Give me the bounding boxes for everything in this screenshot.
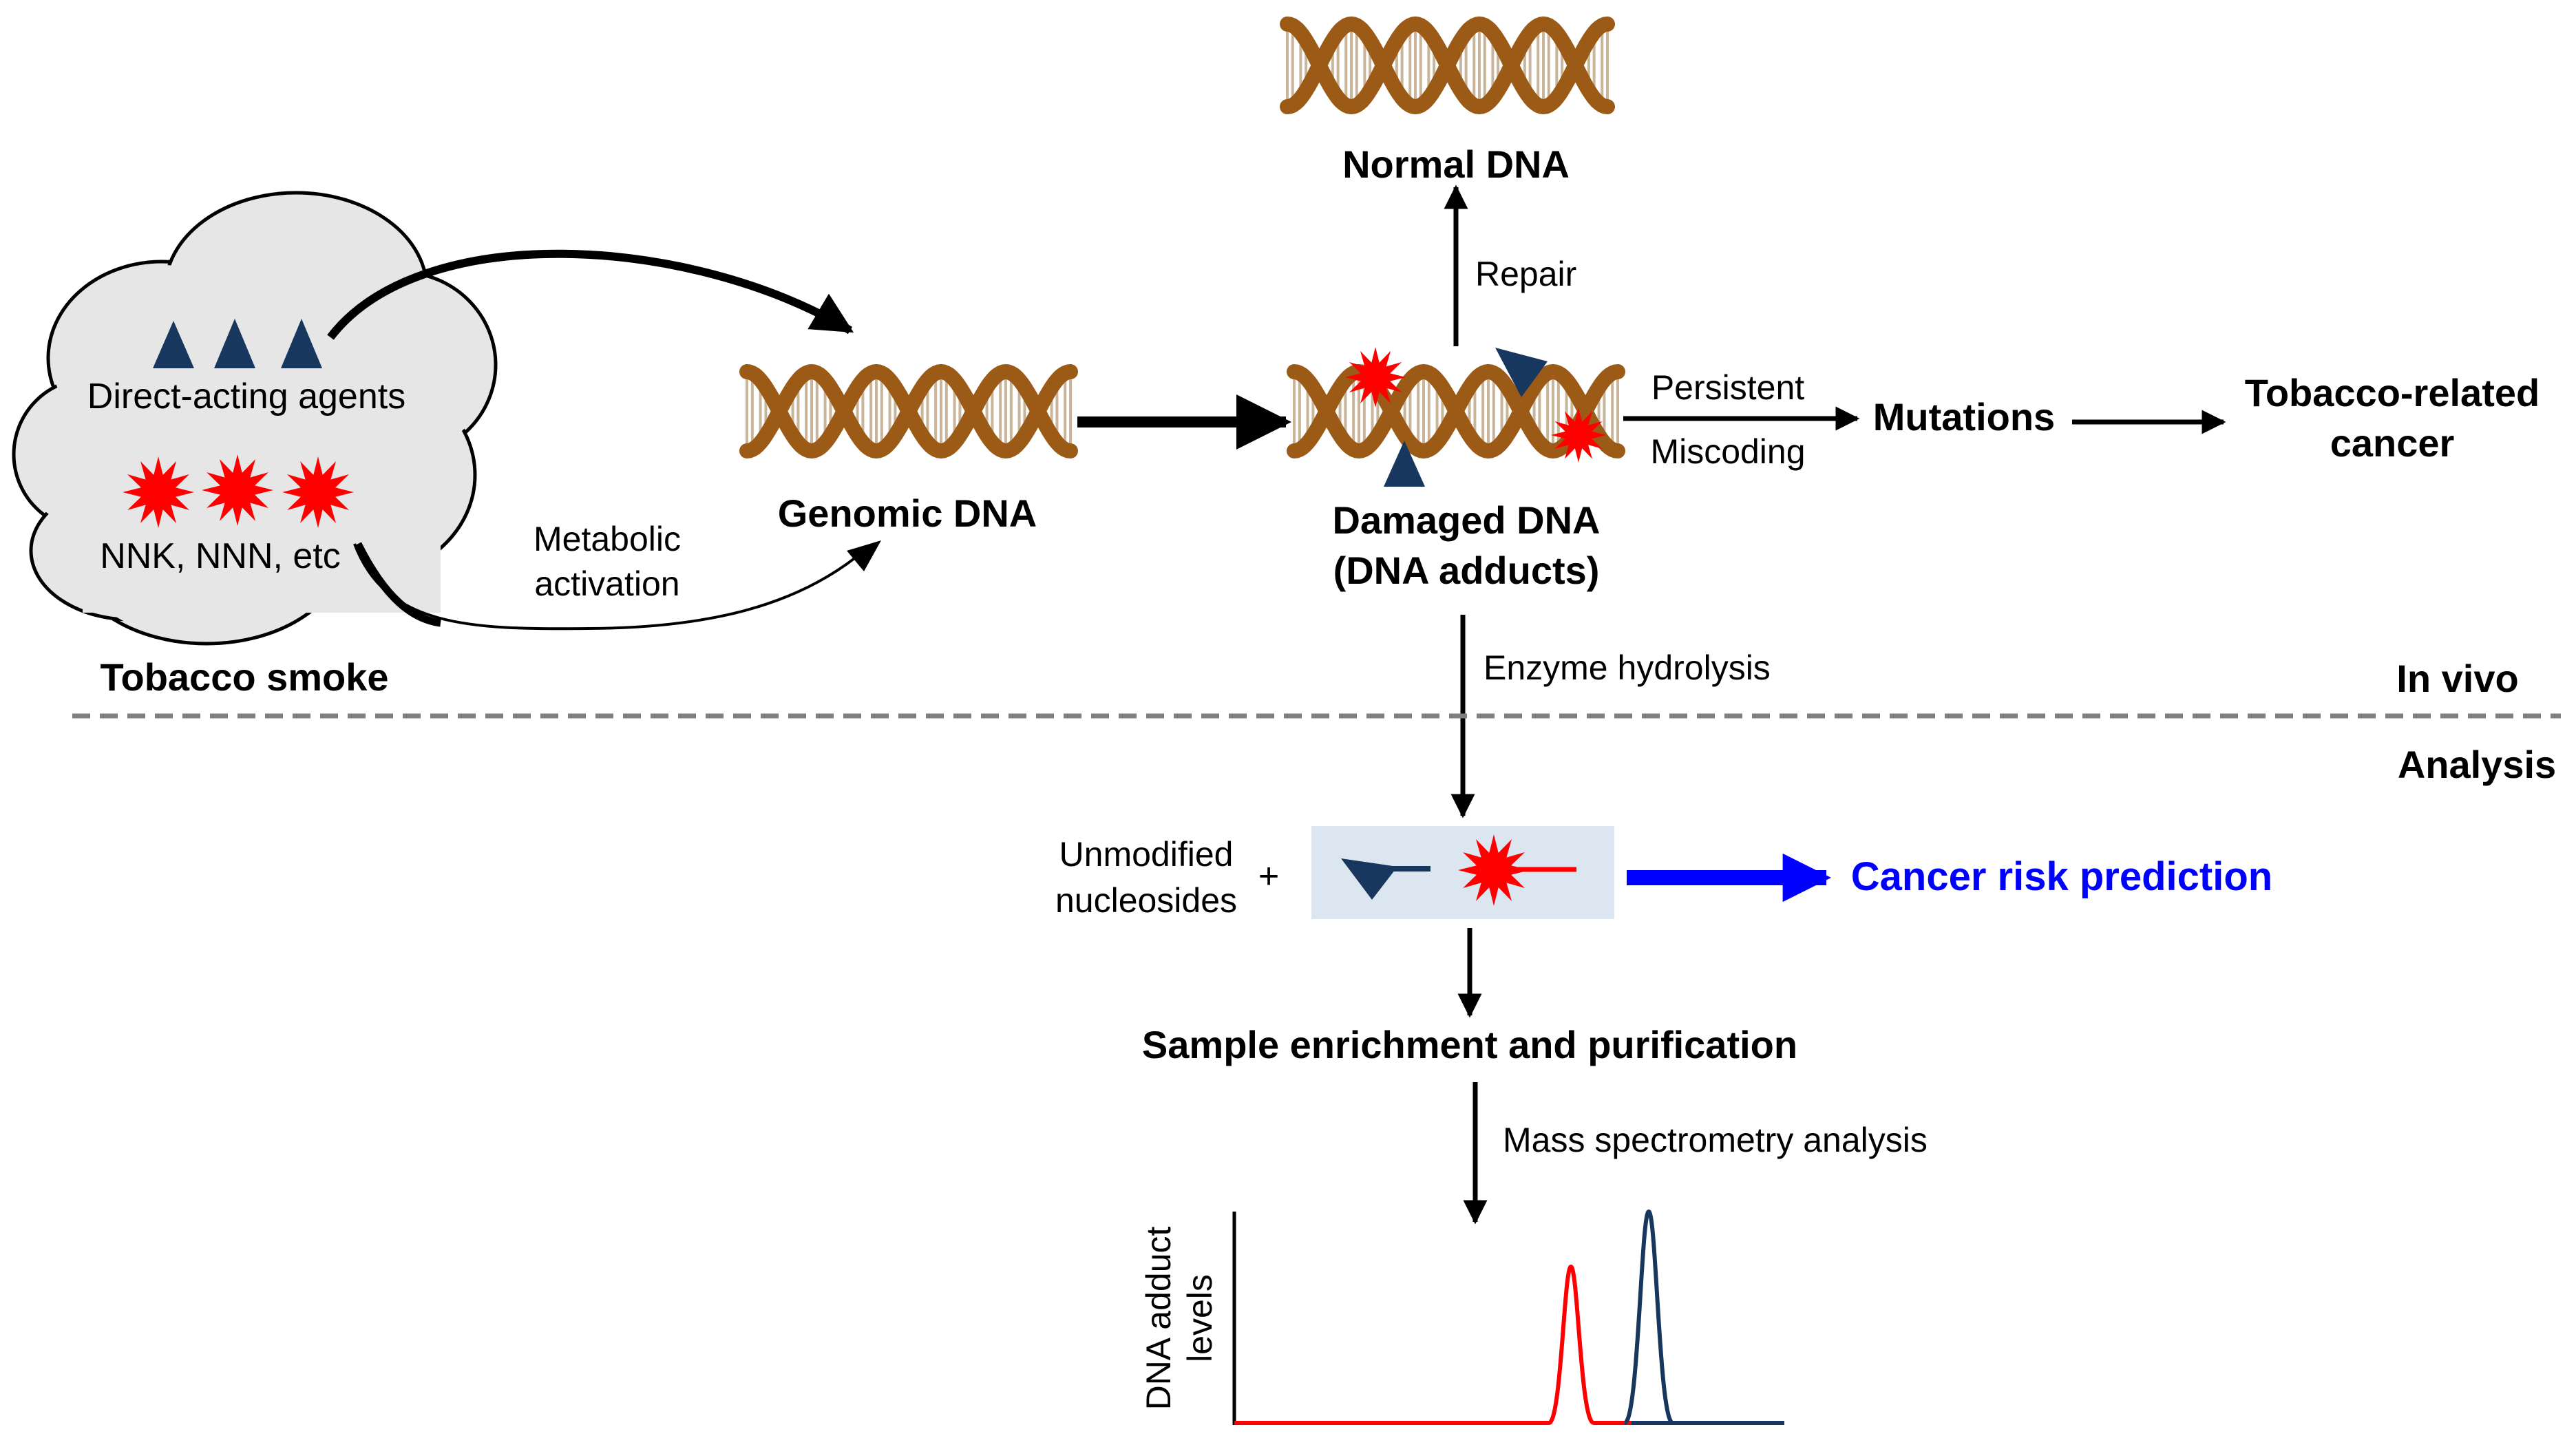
- normal-dna-label: Normal DNA: [1342, 142, 1570, 186]
- cancer-risk-prediction-label: Cancer risk prediction: [1851, 854, 2272, 899]
- mass-spec-label: Mass spectrometry analysis: [1503, 1121, 1928, 1159]
- starburst-adduct-nucleoside-icon: [1458, 834, 1530, 906]
- analysis-label: Analysis: [2398, 743, 2556, 786]
- metabolic-activation-arrowhead: [847, 540, 881, 571]
- cancer-label-line2: cancer: [2330, 421, 2455, 465]
- starburst-adduct-icon: [282, 456, 354, 528]
- miscoding-label: Miscoding: [1650, 432, 1805, 471]
- starburst-adduct-icon: [1345, 347, 1406, 408]
- genomic-dna-helix-icon: [739, 363, 1078, 459]
- enzyme-hydrolysis-label: Enzyme hydrolysis: [1484, 648, 1771, 687]
- normal-dna-helix-icon: [1280, 16, 1615, 115]
- in-vivo-label: In vivo: [2396, 657, 2518, 700]
- cancer-label-line1: Tobacco-related: [2245, 371, 2540, 414]
- triangle-agent-icon: [153, 321, 194, 368]
- triangle-adduct-icon: [1384, 441, 1425, 487]
- starburst-adduct-icon: [202, 454, 273, 526]
- chromatogram-ylabel-line1: DNA adduct: [1139, 1226, 1178, 1410]
- red-adduct-peak: [1234, 1264, 1676, 1425]
- mutations-label: Mutations: [1873, 395, 2055, 439]
- triangle-agent-icon: [281, 319, 322, 368]
- dna-backbone-strand-b: [739, 363, 1078, 459]
- nnk-nnn-label: NNK, NNN, etc: [100, 536, 341, 576]
- plus-sign: +: [1258, 856, 1279, 896]
- starburst-adduct-icon: [123, 456, 194, 528]
- persistent-label: Persistent: [1651, 368, 1804, 407]
- direct-acting-curved-arrow: [327, 249, 854, 340]
- genomic-dna-label: Genomic DNA: [778, 492, 1037, 535]
- triangle-adduct-icon: [1495, 348, 1548, 397]
- damaged-dna-label-line1: Damaged DNA: [1333, 498, 1601, 542]
- direct-acting-agents-label: Direct-acting agents: [87, 377, 405, 416]
- sample-enrichment-label: Sample enrichment and purification: [1142, 1023, 1797, 1066]
- navy-adduct-peak: [1623, 1209, 1784, 1425]
- repair-label: Repair: [1475, 255, 1576, 293]
- metabolic-label-line2: activation: [534, 564, 679, 603]
- chromatogram: DNA adduct levels: [1139, 1209, 1784, 1425]
- chromatogram-ylabel-line2: levels: [1181, 1274, 1219, 1362]
- metabolic-activation-thick-start: [355, 542, 441, 627]
- unmodified-label-line1: Unmodified: [1059, 835, 1234, 874]
- tobacco-smoke-caption: Tobacco smoke: [100, 655, 388, 699]
- damaged-dna-label-line2: (DNA adducts): [1333, 549, 1600, 592]
- triangle-agent-icon: [214, 319, 255, 368]
- starburst-adduct-icon: [1551, 408, 1606, 463]
- dna-backbone-strand-b: [1280, 16, 1615, 115]
- metabolic-label-line1: Metabolic: [534, 520, 681, 558]
- unmodified-label-line2: nucleosides: [1055, 881, 1237, 920]
- tobacco-smoke-cloud: Direct-acting agents NNK, NNN, etc: [12, 191, 498, 646]
